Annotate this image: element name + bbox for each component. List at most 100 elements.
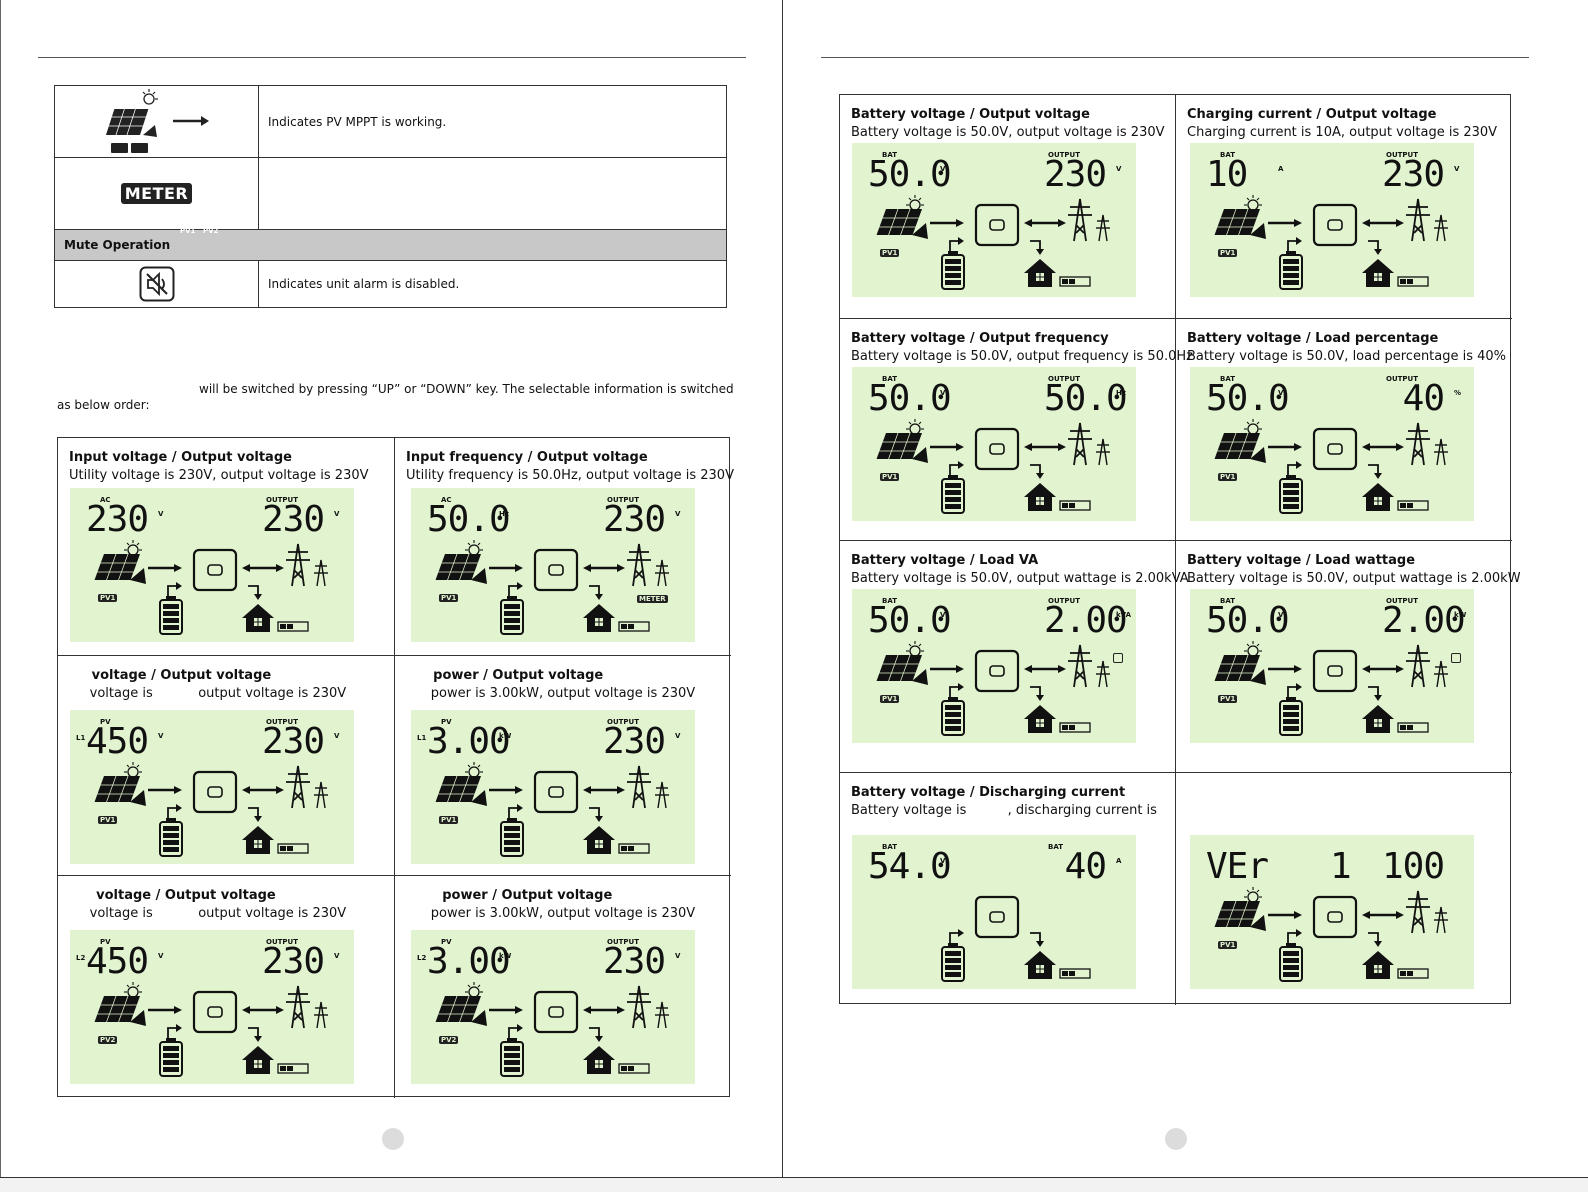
solar-panel-icon — [94, 776, 140, 802]
lcd-diagram — [1214, 195, 1448, 290]
lcd-left-value: 54.0 — [868, 846, 952, 887]
cell-description: Charging current is 10A, output voltage … — [1187, 125, 1498, 140]
mute-indicator-icon — [1451, 653, 1461, 663]
lcd-left-value: 3.00 — [427, 721, 511, 762]
header-rule — [821, 57, 1529, 58]
lcd-left-unit: V — [940, 389, 946, 397]
lcd-line-indicator: L2 — [76, 954, 86, 962]
cell-description: Battery voltage is , discharging current… — [851, 803, 1157, 818]
house-icon — [1362, 259, 1394, 287]
lcd-left-unit: kW — [499, 952, 512, 960]
lcd-right-label: BAT — [1048, 843, 1063, 851]
lcd-right-label: OUTPUT — [607, 496, 639, 504]
lcd-left-value: 50.0 — [868, 378, 952, 419]
solar-panel-icon — [1214, 901, 1260, 927]
power-tower-icon — [627, 985, 651, 1029]
lcd-right-label: OUTPUT — [266, 938, 298, 946]
lcd-left-unit: kW — [499, 732, 512, 740]
battery-icon — [1279, 697, 1303, 736]
mute-icon-cell — [55, 261, 259, 307]
icon-table: PV1 PV2 Indicates PV MPPT is working. ME… — [54, 85, 727, 308]
lcd-right-label: OUTPUT — [1386, 151, 1418, 159]
lcd-diagram — [1214, 887, 1448, 982]
lcd-left-label: PV — [100, 938, 111, 946]
solar-panel-icon — [435, 554, 481, 580]
inverter-icon — [974, 895, 1020, 939]
inverter-icon — [192, 770, 238, 814]
bottom-strip — [0, 1177, 1588, 1192]
pv-mppt-icon-cell: PV1 PV2 — [55, 86, 259, 235]
cell-description: Utility voltage is 230V, output voltage … — [69, 468, 369, 483]
pv2-label: PV2 — [203, 227, 219, 235]
power-tower-icon — [1406, 890, 1430, 934]
lcd-left-unit: V — [940, 857, 946, 865]
solar-panel-icon — [876, 433, 922, 459]
battery-icon — [159, 1038, 183, 1077]
lcd-right-value: 40 — [1382, 378, 1445, 419]
lcd-left-unit: V — [940, 611, 946, 619]
load-bar — [277, 843, 309, 854]
house-icon — [1024, 705, 1056, 733]
lcd-left-label: BAT — [1220, 151, 1235, 159]
load-bar — [277, 1063, 309, 1074]
load-bar — [618, 621, 650, 632]
pv-tag: PV1 — [1218, 249, 1238, 257]
lcd-right-unit: V — [1454, 165, 1460, 173]
lcd-left-label: BAT — [1220, 597, 1235, 605]
cell-description: power is 3.00kW, output voltage is 230V — [406, 686, 696, 701]
pv-tag: PV2 — [98, 1036, 118, 1044]
cell-title: power / Output voltage — [406, 668, 604, 683]
mute-icon — [139, 266, 174, 302]
lcd-left-label: BAT — [882, 843, 897, 851]
house-icon — [242, 604, 274, 632]
lcd-right-value: 230 — [1382, 154, 1445, 195]
lcd-diagram — [94, 982, 328, 1077]
cell-description: Battery voltage is 50.0V, load percentag… — [1187, 349, 1507, 364]
battery-icon — [1279, 475, 1303, 514]
lcd-right-value: 230 — [603, 499, 666, 540]
lcd-right-value: 230 — [603, 721, 666, 762]
sun-icon — [1244, 887, 1262, 903]
solar-panel-icon — [1214, 655, 1260, 681]
lcd-right-value: 230 — [1044, 154, 1107, 195]
sun-icon — [465, 982, 483, 998]
pv-tag: PV1 — [98, 594, 118, 602]
lcd-line-indicator: L2 — [417, 954, 427, 962]
lcd-right-unit: kVA — [1116, 611, 1132, 619]
house-icon — [1362, 951, 1394, 979]
mute-description: Indicates unit alarm is disabled. — [268, 277, 460, 291]
lcd-right-value: 40 — [1044, 846, 1107, 887]
lcd-left-label: PV — [441, 718, 452, 726]
lcd-right-unit: Hz — [1116, 389, 1126, 397]
lcd-left-unit: Hz — [499, 510, 509, 518]
load-bar — [1059, 276, 1091, 287]
house-icon — [1362, 705, 1394, 733]
cell-description: Battery voltage is 50.0V, output frequen… — [851, 349, 1193, 364]
lcd-diagram — [876, 195, 1110, 290]
solar-panel-icon — [876, 655, 922, 681]
battery-icon — [1279, 943, 1303, 982]
power-tower-icon — [286, 543, 310, 587]
lcd-right-value: 230 — [603, 941, 666, 982]
pv-tag: PV1 — [98, 816, 118, 824]
lcd-diagram — [435, 540, 669, 635]
battery-icon — [500, 1038, 524, 1077]
lcd-line-indicator: L1 — [76, 734, 86, 742]
power-tower-icon — [286, 765, 310, 809]
lcd-right-unit: V — [675, 510, 681, 518]
lcd-right-label: OUTPUT — [266, 496, 298, 504]
load-bar — [618, 843, 650, 854]
cell-description: power is 3.00kW, output voltage is 230V — [406, 906, 696, 921]
inverter-icon — [974, 427, 1020, 471]
mute-indicator-icon — [1113, 653, 1123, 663]
battery-icon — [941, 697, 965, 736]
battery-icon — [941, 943, 965, 982]
cell-title: Battery voltage / Load VA — [851, 553, 1039, 568]
lcd-left-value: 450 — [86, 721, 149, 762]
